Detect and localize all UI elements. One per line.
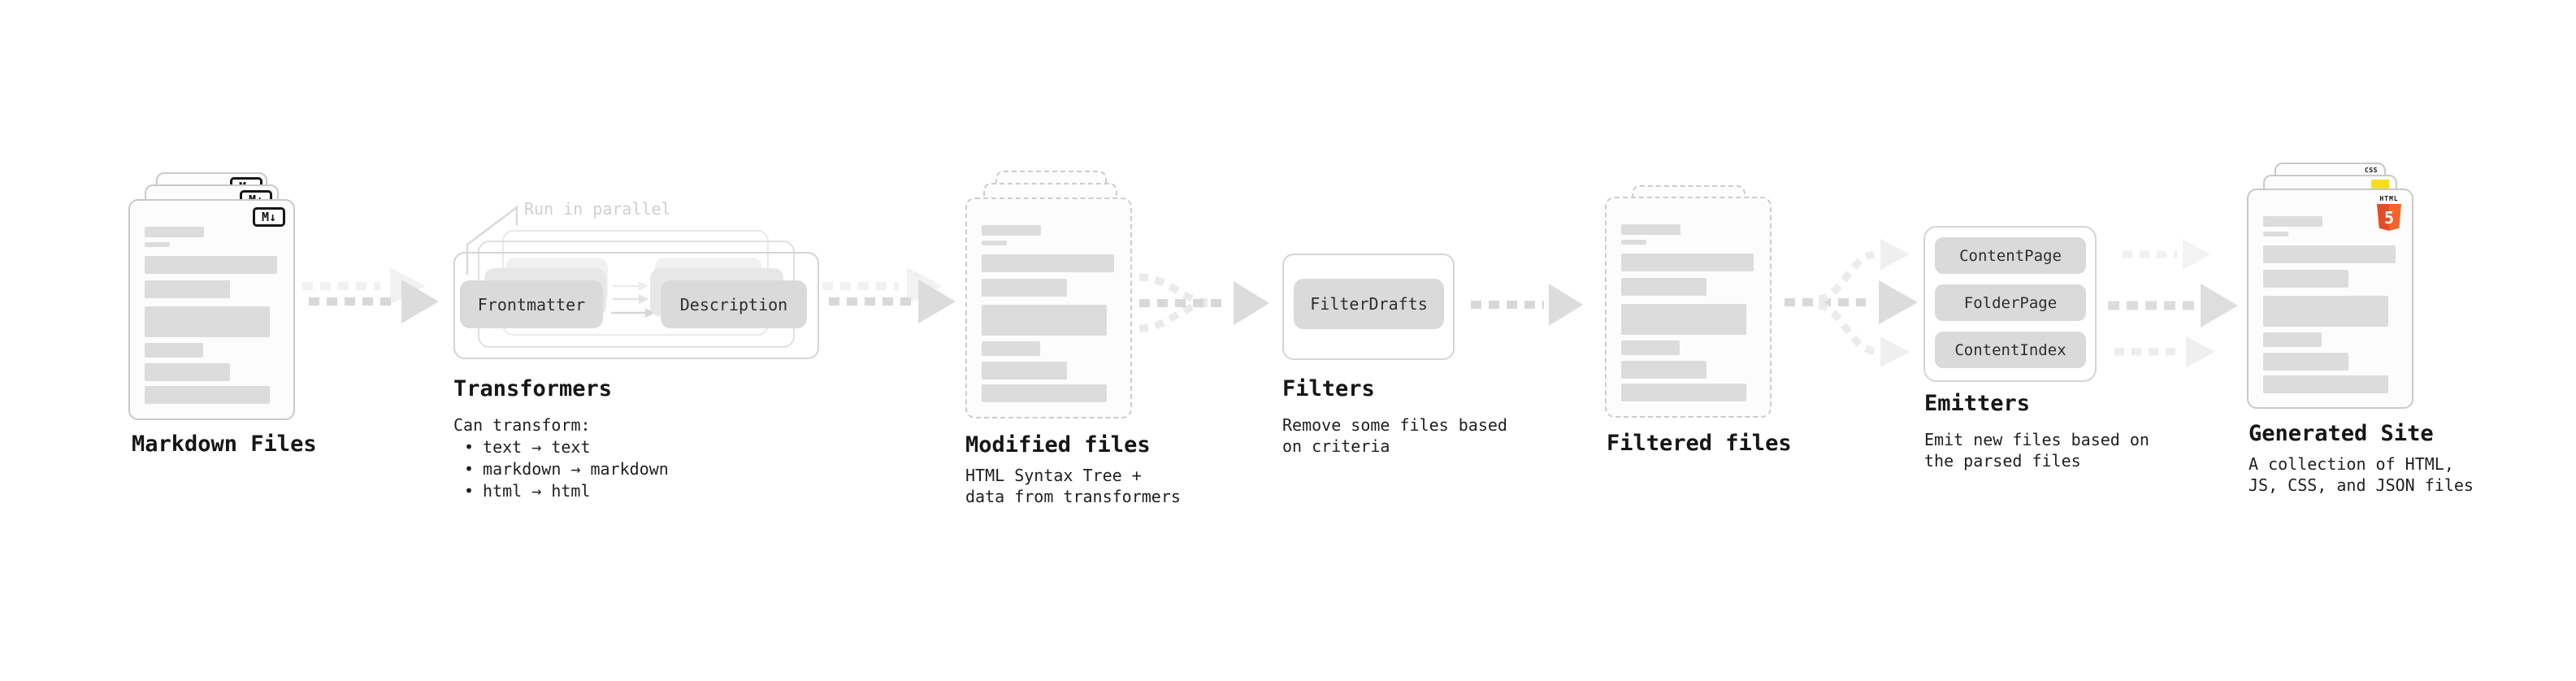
filtered-doc-front [1605,197,1772,418]
text-line-placeholder [2263,353,2348,371]
emitters-label: Emitters [1924,391,2031,416]
modified-doc-front [965,197,1132,419]
filters-label: Filters [1282,376,1375,401]
converge-top-curve [1138,273,1208,306]
text-line-placeholder [145,306,270,337]
text-line-placeholder [982,225,1041,236]
text-line-placeholder [1621,361,1706,379]
html5-icon-number: 5 [2383,207,2395,228]
css-icon-text: CSS [2365,167,2378,174]
text-line-placeholder [1621,240,1646,245]
text-line-placeholder [2263,216,2322,227]
arrow-modified-to-filters-head [1234,281,1269,325]
bullet-glyph: • [464,481,475,501]
text-line-placeholder [1621,224,1680,235]
text-line-placeholder [2263,296,2388,327]
bullet-item: • html → html [464,480,669,502]
text-line-placeholder [982,384,1107,402]
text-line-placeholder [145,386,270,404]
markdown-files-label: Markdown Files [132,432,317,457]
filters-card [1282,254,1455,360]
pill-arrow-front-head [645,308,655,318]
contentindex-pill: ContentIndex [1935,332,2086,368]
run-in-parallel-note: Run in parallel [524,199,671,219]
pill-arrow-back-head [639,281,648,291]
text-line-placeholder [145,227,204,237]
contentpage-pill: ContentPage [1935,237,2086,274]
folderpage-pill: FolderPage [1935,284,2086,321]
frontmatter-pill: Frontmatter [460,280,603,328]
bullet-text: markdown → markdown [483,459,669,479]
text-line-placeholder [1621,304,1746,335]
markdown-icon: M↓ [253,207,285,227]
modified-files-desc: HTML Syntax Tree + data from transformer… [965,466,1181,506]
bullet-item: • text → text [464,436,669,458]
filtered-files-label: Filtered files [1607,431,1792,456]
text-line-placeholder [1621,384,1746,401]
transformers-bullet-list: • text → text • markdown → markdown • ht… [464,436,669,502]
text-line-placeholder [982,279,1067,297]
transformers-label: Transformers [453,376,613,401]
pill-arrow-mid-head [639,294,648,304]
text-line-placeholder [145,363,230,381]
text-line-placeholder [982,305,1107,336]
text-line-placeholder [1621,278,1706,296]
bullet-glyph: • [464,437,475,457]
bullet-glyph: • [464,459,475,479]
text-line-placeholder [145,256,277,274]
emitters-card [1923,226,2097,382]
text-line-placeholder [1621,254,1754,271]
modified-files-label: Modified files [965,432,1151,458]
transformers-desc-title: Can transform: [453,415,591,435]
text-line-placeholder [2263,232,2288,236]
diverge-top-curve [1818,250,1876,303]
text-line-placeholder [982,341,1040,356]
html5-icon-shield: 5 [2377,204,2401,231]
html5-icon-text: HTML [2379,195,2399,202]
text-line-placeholder [2263,375,2388,393]
transformer-card-front [453,252,819,359]
arrow-contentindex-out-head [2186,336,2215,367]
generated-site-label: Generated Site [2249,421,2434,446]
arrow-folderpage-out-head [2201,284,2238,327]
text-line-placeholder [2263,245,2396,263]
diverge-mid-head [1879,280,1918,324]
text-line-placeholder [1621,340,1680,355]
text-line-placeholder [982,362,1067,380]
text-line-placeholder [2263,332,2322,347]
text-line-placeholder [145,343,203,358]
generated-site-desc: A collection of HTML, JS, CSS, and JSON … [2249,454,2474,495]
run-in-parallel-connector [466,205,518,275]
arrow-filters-to-filtered-head [1549,284,1583,326]
diverge-top-head [1880,239,1910,270]
arrow-md-to-transformers-head [401,280,439,323]
generated-doc-front: HTML 5 [2247,189,2413,409]
bullet-text: html → html [483,481,591,501]
arrow-contentpage-out-head [2183,239,2210,270]
text-line-placeholder [982,254,1114,272]
diverge-bottom-curve [1818,301,1876,355]
description-pill: Description [661,280,807,328]
text-line-placeholder [145,242,170,247]
bullet-text: text → text [483,437,591,457]
emitters-desc: Emit new files based on the parsed files [1924,430,2149,471]
bullet-item: • markdown → markdown [464,458,669,480]
filterdrafts-pill: FilterDrafts [1294,279,1444,329]
markdown-doc-front: M↓ [128,199,295,420]
html5-icon: HTML 5 [2375,195,2403,231]
text-line-placeholder [982,241,1007,245]
arrow-transformers-to-modified-head [918,280,956,323]
filters-desc: Remove some files based on criteria [1282,415,1507,456]
text-line-placeholder [2263,270,2348,288]
diverge-bottom-head [1880,336,1910,367]
text-line-placeholder [145,280,230,298]
